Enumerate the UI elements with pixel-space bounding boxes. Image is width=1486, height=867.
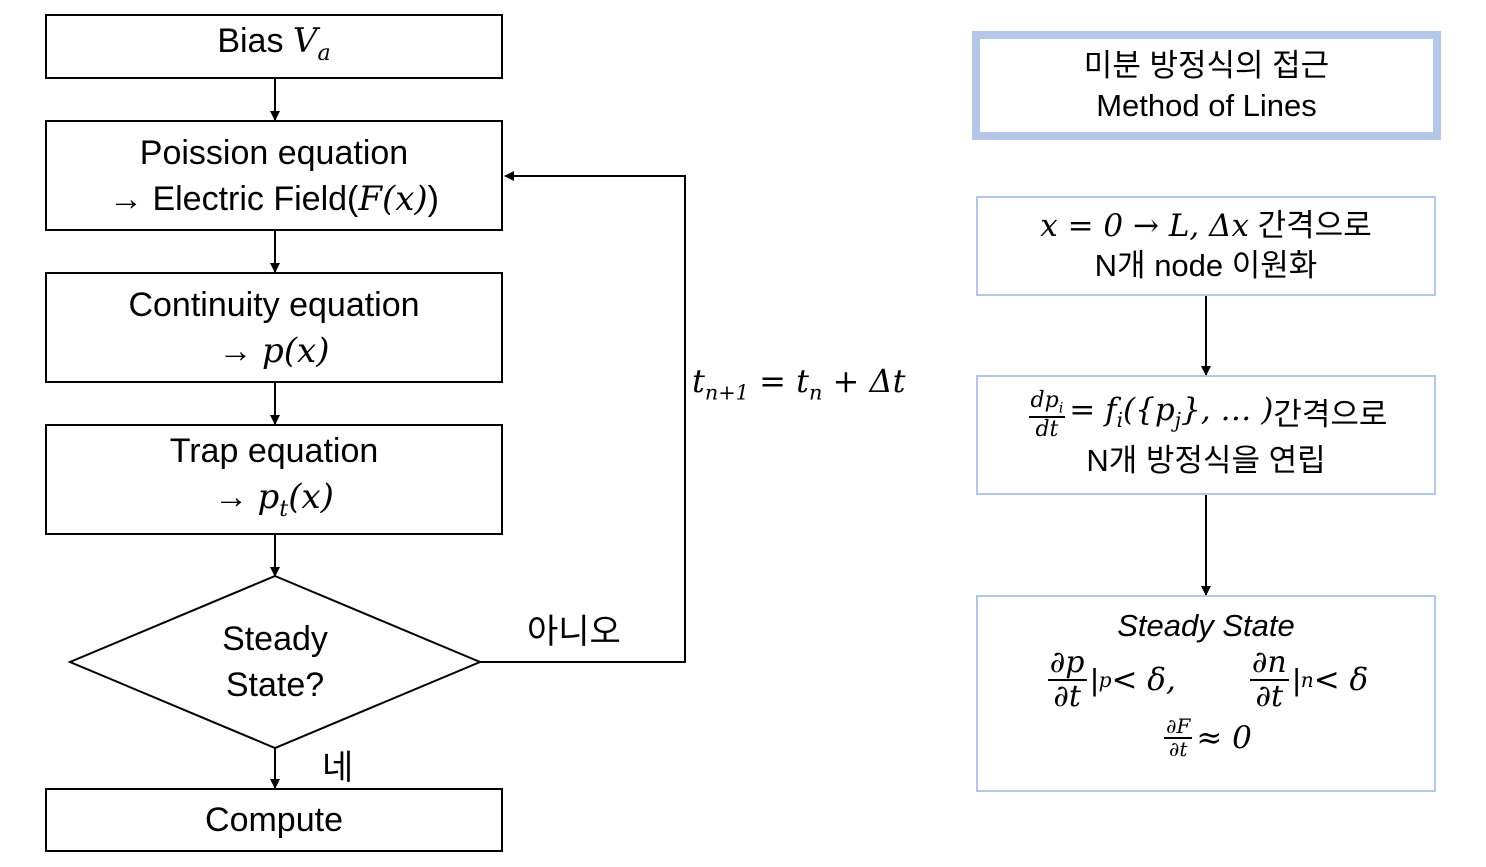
bias-text: Bias Va xyxy=(217,18,330,76)
discretize-line2: N개 node 이원화 xyxy=(1094,248,1318,283)
poisson-result-close: ) xyxy=(427,179,439,218)
poisson-result: → Electric Field(F(x)) xyxy=(109,176,439,222)
rhs-args-close: }, … ) xyxy=(1180,391,1274,428)
system-text: 간격으로 xyxy=(1273,396,1388,432)
continuity-result: → p(x) xyxy=(219,328,330,374)
compute-box: Compute xyxy=(45,788,503,852)
poisson-title: Poission equation xyxy=(139,133,409,172)
dpdt-num-sub: i xyxy=(1058,400,1064,417)
dndt-partial: ∂n ∂t xyxy=(1249,645,1289,714)
bias-label: Bias xyxy=(217,21,293,60)
poisson-result-label: Electric Field( xyxy=(143,179,359,218)
dpdt-partial: ∂p ∂t xyxy=(1047,645,1087,714)
arrow-icon: → xyxy=(214,477,249,516)
method-title-korean: 미분 방정식의 접근 xyxy=(1083,47,1330,83)
poisson-box: Poission equation → Electric Field(F(x)) xyxy=(45,120,503,231)
loop-s1: n+1 xyxy=(704,380,749,405)
discretize-text: 간격으로 xyxy=(1249,208,1372,243)
dpdt-partial-den: ∂t xyxy=(1053,678,1081,714)
compute-label: Compute xyxy=(205,801,343,839)
bias-subscript: a xyxy=(317,39,331,66)
cond-n-rest: < δ xyxy=(1313,661,1369,698)
continuity-result-math: p(x) xyxy=(261,330,330,371)
arrow-icon: → xyxy=(218,331,253,370)
loop-t2: t xyxy=(796,362,809,400)
method-title-english: Method of Lines xyxy=(1096,87,1317,123)
continuity-title: Continuity equation xyxy=(128,285,420,324)
decision-line1: Steady xyxy=(222,620,328,658)
steady-title: Steady State xyxy=(1117,608,1295,643)
poisson-result-math: F(x) xyxy=(358,178,428,219)
dndt-partial-num: ∂n xyxy=(1249,645,1289,681)
loop-label: tn+1 = tn + Δt xyxy=(692,362,905,404)
steady-cond-p: ∂p ∂t |p< δ, xyxy=(1044,647,1176,712)
loop-eq: = xyxy=(748,362,797,400)
trap-result-sub: t xyxy=(279,495,289,522)
trap-result-math2: (x) xyxy=(288,476,334,517)
rhs-f-sub: i xyxy=(1116,408,1124,433)
dfdt-partial: ∂F ∂t xyxy=(1164,714,1193,761)
no-label: 아니오 xyxy=(527,613,621,651)
dpdt-num: dpi xyxy=(1028,387,1066,419)
dpdt-num-text: dp xyxy=(1030,387,1059,413)
decision-line2: State? xyxy=(225,666,325,704)
bias-symbol: V xyxy=(292,20,318,61)
continuity-box: Continuity equation → p(x) xyxy=(45,272,503,383)
discretize-line1: x = 0 → L, Δx 간격으로 xyxy=(1040,206,1371,246)
rhs-args: ({p xyxy=(1123,391,1175,428)
trap-box: Trap equation → pt(x) xyxy=(45,424,503,535)
dndt-partial-den: ∂t xyxy=(1255,678,1284,714)
decision-text: Steady State? xyxy=(175,616,375,708)
cond-p-sub: p xyxy=(1098,667,1112,692)
loop-rest: + Δt xyxy=(822,362,906,400)
cond-n-sub: n xyxy=(1300,667,1314,692)
system-line1: dpi dt = fi({pj}, … )간격으로 xyxy=(1025,387,1388,443)
dpdt-den: dt xyxy=(1035,417,1059,443)
dpdt-partial-num: ∂p xyxy=(1047,645,1087,681)
arrow-icon: → xyxy=(109,179,143,218)
trap-result: → pt(x) xyxy=(214,474,334,532)
steady-box: Steady State ∂p ∂t |p< δ, ∂n ∂t |n< δ ∂F… xyxy=(976,595,1436,792)
loop-s2: n xyxy=(808,380,823,405)
system-box: dpi dt = fi({pj}, … )간격으로 N개 방정식을 연립 xyxy=(976,375,1436,495)
cond-f-rest: ≈ 0 xyxy=(1196,720,1252,756)
steady-cond-n: ∂n ∂t |n< δ xyxy=(1246,647,1368,712)
rhs-args-sub: j xyxy=(1174,408,1181,433)
cond-p-rest: < δ, xyxy=(1111,661,1176,698)
bias-box: Bias Va xyxy=(45,14,503,79)
loop-back-arrow xyxy=(480,171,686,663)
method-title-box: 미분 방정식의 접근 Method of Lines xyxy=(972,31,1441,140)
dfdt-partial-num: ∂F xyxy=(1164,714,1193,739)
yes-label: 네 xyxy=(322,749,354,787)
trap-result-math: p xyxy=(257,476,280,517)
cond-p-bar: | xyxy=(1090,661,1099,697)
system-rhs: = fi({pj}, … ) xyxy=(1069,390,1273,440)
discretize-math: x = 0 → L, Δx xyxy=(1040,208,1250,244)
system-line2: N개 방정식을 연립 xyxy=(1086,443,1326,479)
dpdt-fraction: dpi dt xyxy=(1028,387,1066,443)
dfdt-partial-den: ∂t xyxy=(1169,737,1188,761)
rhs-f: = f xyxy=(1069,391,1117,428)
discretize-box: x = 0 → L, Δx 간격으로 N개 node 이원화 xyxy=(976,196,1436,296)
steady-conditions: ∂p ∂t |p< δ, ∂n ∂t |n< δ xyxy=(1044,647,1368,712)
loop-t1: t xyxy=(692,362,705,400)
trap-title: Trap equation xyxy=(169,431,379,470)
cond-n-bar: | xyxy=(1292,661,1301,697)
steady-cond-f: ∂F ∂t ≈ 0 xyxy=(1160,716,1252,760)
